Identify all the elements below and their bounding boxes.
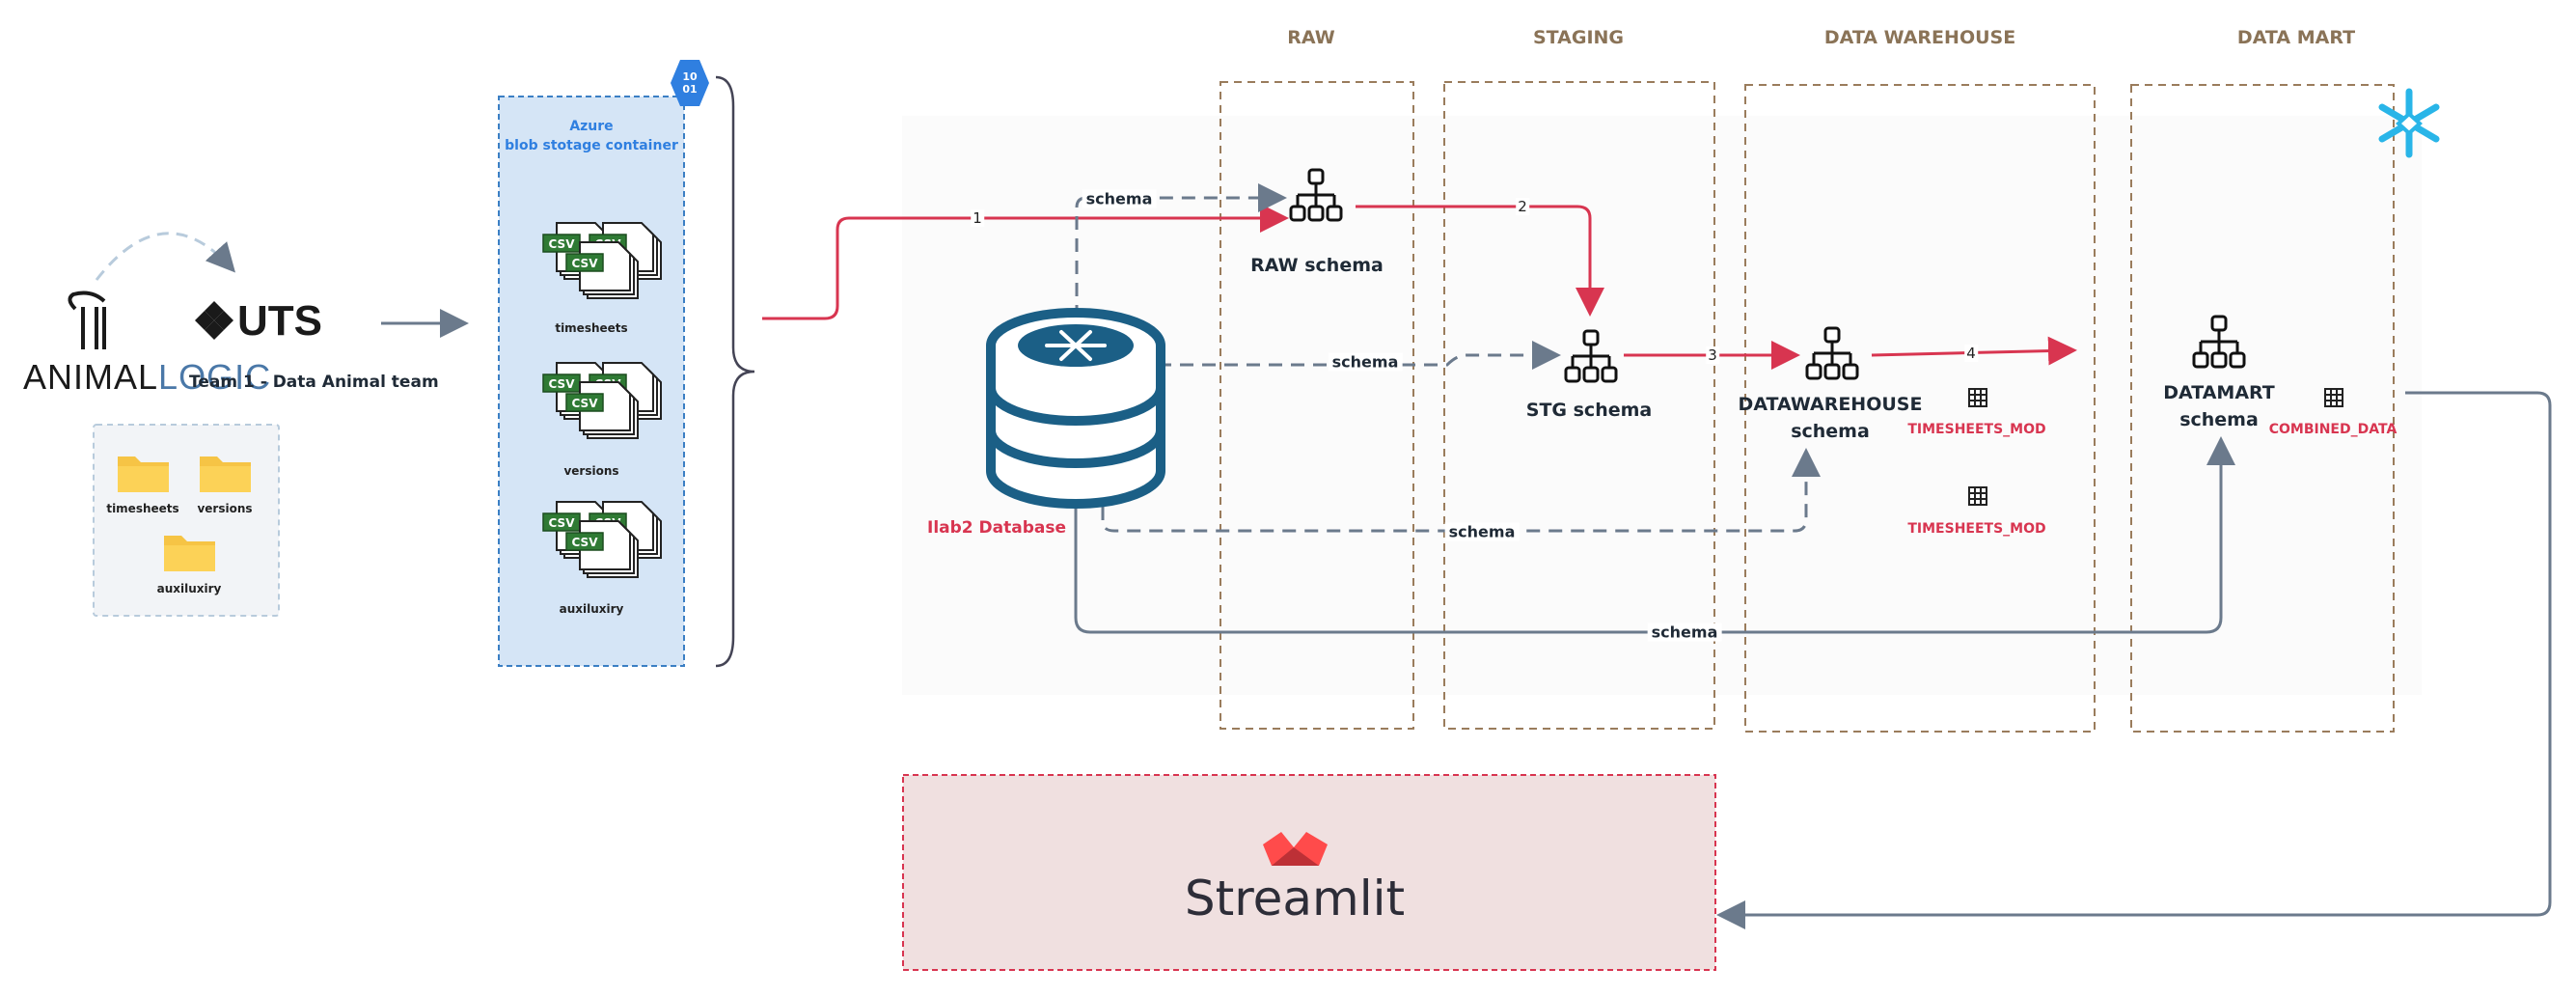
flow-2-arrow bbox=[1356, 205, 1604, 317]
brace bbox=[715, 75, 755, 668]
dw-table-label-1: TIMESHEETS_MOD bbox=[1907, 422, 2046, 437]
folder-icon bbox=[164, 536, 215, 571]
streamlit-crown-icon bbox=[1263, 832, 1328, 866]
folder-label-auxiluxiry: auxiluxiry bbox=[156, 582, 222, 595]
azure-file-label-auxiluxiry: auxiluxiry bbox=[559, 602, 624, 616]
csv-tag-label: CSV bbox=[549, 377, 576, 391]
csv-tag bbox=[565, 253, 604, 272]
datamart-to-streamlit-line bbox=[1716, 391, 2552, 929]
streamlit-box bbox=[902, 774, 1716, 971]
azure-file-label-timesheets: timesheets bbox=[555, 321, 628, 335]
edge-step-3: 3 bbox=[1706, 346, 1719, 364]
stage-header-data-warehouse: DATA WAREHOUSE bbox=[1823, 27, 2016, 48]
database-label: Ilab2 Database bbox=[926, 518, 1067, 538]
database-icon bbox=[986, 308, 1165, 509]
folder-icon bbox=[118, 456, 169, 492]
animal-text: ANIMAL bbox=[23, 357, 159, 397]
edge-step-2: 2 bbox=[1516, 198, 1529, 215]
logic-text: LOGIC bbox=[158, 357, 272, 397]
schema-to-raw-line bbox=[1075, 183, 1287, 318]
folder-label-versions: versions bbox=[197, 502, 253, 515]
edge-label-schema-raw: schema bbox=[1082, 189, 1157, 208]
edge-label-schema-dm: schema bbox=[1647, 622, 1722, 642]
csv-tag bbox=[565, 532, 604, 551]
dm-table-label: COMBINED_DATA bbox=[2268, 422, 2398, 437]
csv-tag-label: CSV bbox=[549, 237, 576, 251]
csv-tag-label: CSV bbox=[572, 536, 599, 549]
csv-tag-label: CSV bbox=[572, 257, 599, 270]
azure-file-label-versions: versions bbox=[563, 464, 619, 478]
snowflake-icon bbox=[2378, 88, 2440, 158]
folder-label-timesheets: timesheets bbox=[106, 502, 179, 515]
database-snowflake-icon bbox=[1045, 330, 1107, 361]
uts-wordmark: UTS bbox=[237, 297, 322, 345]
raw-stage-box bbox=[1219, 81, 1414, 730]
edge-label-schema-stg: schema bbox=[1328, 352, 1403, 372]
csv-tag-label: CSV bbox=[549, 516, 576, 530]
staging-stage-box bbox=[1443, 81, 1715, 730]
dm-schema-label-line1: DATAMART bbox=[2163, 382, 2275, 403]
stg-schema-icon bbox=[1564, 329, 1618, 383]
stage-header-data-mart: DATA MART bbox=[2236, 27, 2356, 48]
folder-icon bbox=[200, 456, 251, 492]
raw-schema-label: RAW schema bbox=[1250, 255, 1384, 276]
animal-logic-logo bbox=[68, 290, 106, 349]
team-label: Team 1 - Data Animal team bbox=[189, 373, 439, 392]
edge-step-1: 1 bbox=[971, 209, 984, 227]
azure-blob-icon bbox=[671, 60, 709, 106]
azure-icon-text-bottom: 01 bbox=[682, 83, 698, 96]
data-warehouse-stage-box bbox=[1744, 84, 2096, 733]
azure-title-line2: blob stotage container bbox=[505, 138, 678, 153]
stage-header-raw: RAW bbox=[1287, 27, 1335, 48]
flow-1-arrow bbox=[762, 204, 1289, 320]
dw-schema-icon bbox=[1805, 326, 1859, 380]
table-icon bbox=[1968, 486, 1987, 506]
data-mart-stage-box bbox=[2130, 84, 2395, 733]
csv-tag bbox=[565, 393, 604, 412]
streamlit-label: Streamlit bbox=[1184, 871, 1406, 927]
table-icon bbox=[1968, 388, 1987, 407]
dm-schema-label-line2: schema bbox=[2179, 409, 2259, 430]
raw-schema-icon bbox=[1289, 168, 1343, 222]
dw-schema-label-line1: DATAWAREHOUSE bbox=[1738, 394, 1923, 415]
dm-schema-icon bbox=[2192, 315, 2246, 369]
csv-tag-label: CSV bbox=[572, 397, 599, 410]
dw-schema-label-line2: schema bbox=[1791, 421, 1870, 442]
azure-title-line1: Azure bbox=[569, 119, 614, 134]
uts-logo bbox=[195, 301, 233, 340]
edge-label-schema-dw: schema bbox=[1444, 522, 1520, 541]
dw-table-label-2: TIMESHEETS_MOD bbox=[1907, 521, 2046, 537]
schema-to-stg-line bbox=[1158, 341, 1561, 370]
table-icon bbox=[2324, 388, 2343, 407]
source-curved-arrow bbox=[95, 232, 236, 281]
azure-icon-text-top: 10 bbox=[682, 70, 698, 83]
stg-schema-label: STG schema bbox=[1525, 400, 1653, 421]
animal-logic-wordmark: ANIMALLOGIC bbox=[23, 357, 271, 398]
edge-step-4: 4 bbox=[1964, 345, 1978, 362]
stage-header-staging: STAGING bbox=[1532, 27, 1625, 48]
